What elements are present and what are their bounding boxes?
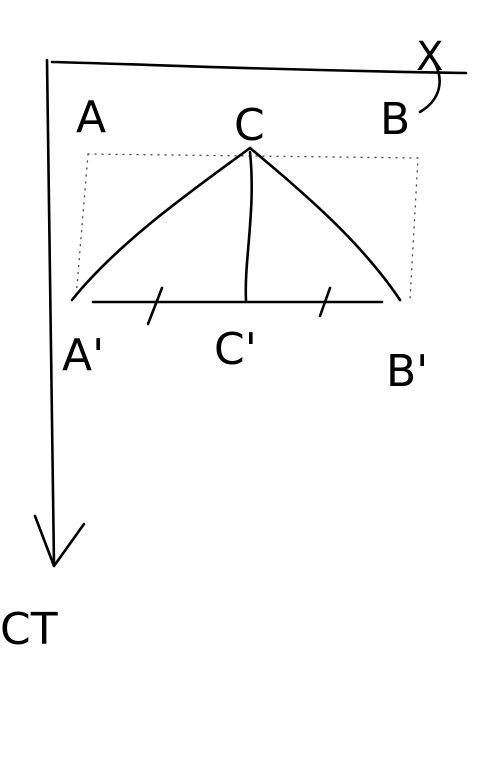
- label-b-prime: B': [386, 346, 428, 397]
- label-a: A: [76, 92, 106, 143]
- line-c-to-b-prime: [248, 146, 402, 302]
- curved-arrow: [418, 56, 441, 114]
- label-c: C: [234, 100, 265, 151]
- label-b: B: [380, 94, 410, 145]
- label-c-prime: C': [214, 324, 257, 375]
- label-ct: CT: [0, 604, 58, 655]
- label-x: X: [416, 34, 443, 80]
- label-a-prime: A': [62, 330, 104, 381]
- dotted-box: [75, 153, 419, 301]
- line-c-to-a-prime: [70, 146, 252, 302]
- left-axis-line: [45, 58, 56, 567]
- top-axis-line: [50, 60, 468, 75]
- line-c-to-c-prime: [244, 150, 253, 302]
- tick-mark-2: [318, 286, 332, 318]
- tick-mark-1: [146, 286, 164, 326]
- down-arrow-head: [33, 514, 86, 568]
